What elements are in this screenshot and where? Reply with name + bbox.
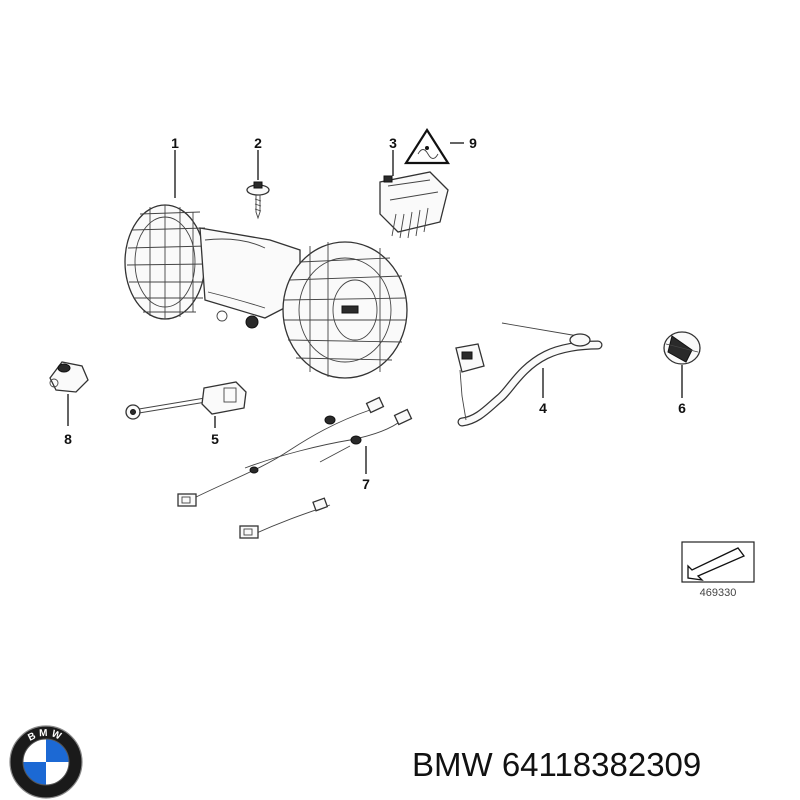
callout-1: 1	[171, 135, 179, 151]
svg-text:BMW: BMW	[26, 728, 65, 744]
cable-hose	[455, 322, 603, 427]
sensor-with-cable	[125, 381, 247, 428]
blower-resistor	[379, 150, 449, 239]
caption-brand: BMW	[412, 746, 493, 783]
reference-number: 469330	[700, 587, 737, 599]
blower-motor-assembly	[124, 150, 408, 379]
callout-7: 7	[362, 476, 370, 492]
rotary-knob	[663, 331, 701, 398]
callout-3: 3	[389, 135, 397, 151]
screw	[246, 150, 270, 220]
callout-5: 5	[211, 431, 219, 447]
callout-2: 2	[254, 135, 262, 151]
caption-part-number: 64118382309	[501, 746, 702, 783]
callout-8: 8	[64, 431, 72, 447]
part-caption: BMW 64118382309	[412, 741, 792, 789]
warning-label	[403, 127, 464, 165]
temperature-sensor	[49, 361, 89, 426]
arrow-icon	[687, 547, 746, 581]
callout-9: 9	[469, 135, 477, 151]
reference-box: 469330	[681, 541, 755, 599]
bmw-logo: BMW	[9, 725, 83, 799]
callout-6: 6	[678, 400, 686, 416]
wiring-harness	[177, 396, 413, 539]
callout-4: 4	[539, 400, 547, 416]
logo-lettering: BMW	[26, 728, 62, 744]
